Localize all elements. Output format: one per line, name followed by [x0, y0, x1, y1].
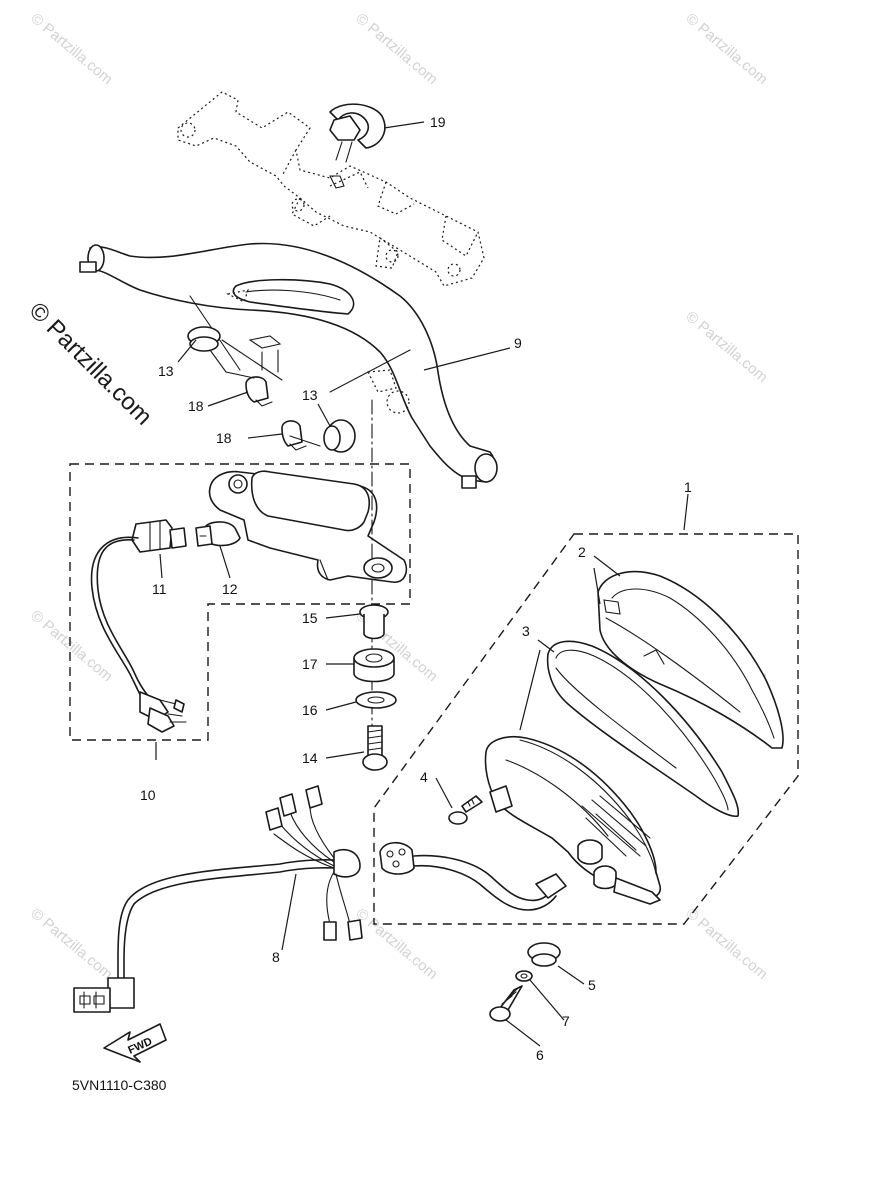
- callout-14: 14: [302, 750, 318, 766]
- callout-15: 15: [302, 610, 318, 626]
- callout-18: 18: [188, 398, 204, 414]
- grommet-washer-screw: [489, 942, 561, 1022]
- callout-6: 6: [536, 1047, 544, 1063]
- fastener-stack: [353, 604, 397, 771]
- callout-7: 7: [562, 1013, 570, 1029]
- callout-4: 4: [420, 769, 428, 785]
- watermark: © Partzilla.com: [682, 905, 770, 983]
- cable-clamp-19: [329, 103, 386, 189]
- watermark-layer: © Partzilla.com © Partzilla.com © Partzi…: [24, 10, 771, 983]
- tail-light-wire: [379, 841, 567, 911]
- callout-3: 3: [522, 623, 530, 639]
- callout-10: 10: [140, 787, 156, 803]
- screw-4: [448, 795, 483, 825]
- callout-9: 9: [514, 335, 522, 351]
- license-light-wire: [90, 536, 187, 733]
- callout-17: 17: [302, 656, 318, 672]
- grommets-13: [187, 326, 356, 453]
- callouts: 1 2 3 4 5 6 7 8 9 10 11 12 13 13 14 15 1…: [140, 114, 692, 1063]
- leader-lines: [155, 121, 689, 1047]
- watermark: © Partzilla.com: [27, 905, 115, 983]
- gasket-3: [546, 640, 740, 818]
- wire-harness-8: [73, 785, 363, 1013]
- watermark: © Partzilla.com: [27, 607, 115, 685]
- callout-2: 2: [578, 544, 586, 560]
- callout-12: 12: [222, 581, 238, 597]
- callout-19: 19: [430, 114, 446, 130]
- forward-arrow-icon: FWD: [103, 1023, 167, 1063]
- callout-13: 13: [158, 363, 174, 379]
- callout-5: 5: [588, 977, 596, 993]
- license-light-housing: [208, 470, 408, 583]
- assembly-box-10: [69, 463, 411, 741]
- callout-11: 11: [152, 581, 167, 597]
- mounting-bracket: [177, 91, 485, 287]
- callout-1: 1: [684, 479, 692, 495]
- lens-2: [597, 570, 784, 749]
- callout-16: 16: [302, 702, 318, 718]
- callout-18: 18: [216, 430, 232, 446]
- watermark: © Partzilla.com: [27, 10, 115, 88]
- callout-8: 8: [272, 949, 280, 965]
- socket-and-bulb: [131, 519, 241, 553]
- tail-light-bracket-9: [79, 242, 498, 489]
- clips-18: [209, 349, 321, 451]
- watermark: © Partzilla.com: [682, 10, 770, 88]
- watermark: © Partzilla.com: [682, 308, 770, 386]
- diagram-code: 5VN1110-C380: [72, 1077, 167, 1093]
- tail-light-body: [484, 736, 662, 905]
- watermark: © Partzilla.com: [352, 905, 440, 983]
- watermark-large: © Partzilla.com: [24, 297, 157, 430]
- watermark: © Partzilla.com: [352, 10, 440, 88]
- callout-13: 13: [302, 387, 318, 403]
- assembly-box-1: [373, 533, 799, 925]
